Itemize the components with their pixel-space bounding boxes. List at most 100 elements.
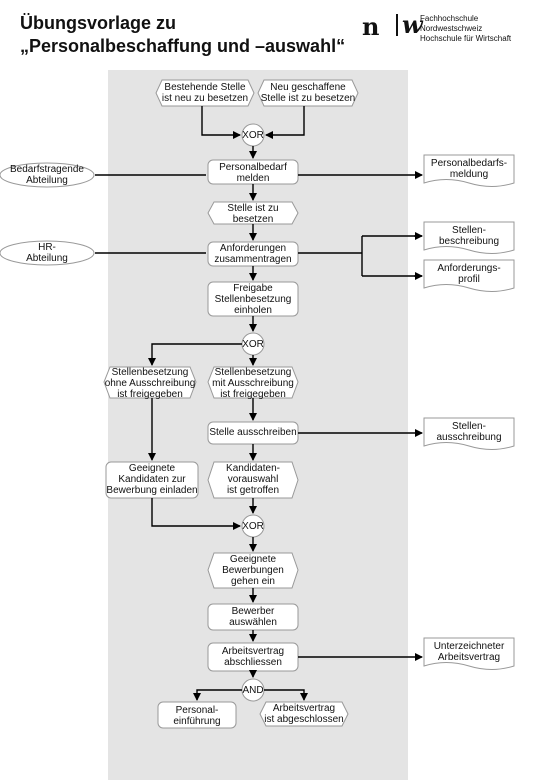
page-title: Übungsvorlage zu „Personalbeschaffung un… xyxy=(20,12,345,58)
label-line: abschliessen xyxy=(224,657,282,668)
role-label-line: Bedarfstragende xyxy=(10,164,84,175)
label-line: Stelle ist zu besetzen xyxy=(260,93,356,104)
label-line: Bestehende Stelle xyxy=(164,82,246,93)
label-line: Bewerbung einladen xyxy=(106,485,198,496)
label-bewerber-auswaehlen: Bewerber auswählen xyxy=(208,606,298,628)
label-line: Neu geschaffene xyxy=(270,82,346,93)
label-line: Stellenbesetzung xyxy=(111,367,189,378)
and-label: AND xyxy=(242,685,264,696)
label-line: mit Ausschreibung xyxy=(212,378,294,389)
role-label-line: Abteilung xyxy=(26,175,68,186)
label-line: Unterzeichneter xyxy=(433,641,505,652)
label-unterzeichneter-arbeitsvertrag: Unterzeichneter Arbeitsvertrag xyxy=(424,641,514,663)
document-stellenausschreibung xyxy=(423,417,515,450)
label-line: meldung xyxy=(449,169,489,180)
label-line: Kandidaten- xyxy=(226,463,280,474)
title-line-2: „Personalbeschaffung und –auswahl“ xyxy=(20,36,346,56)
event-bestehende-stelle xyxy=(155,79,255,107)
label-line: Bewerber xyxy=(231,606,275,617)
label-personalbedarf-melden: Personalbedarf melden xyxy=(208,162,298,184)
xor-label-2: XOR xyxy=(242,339,264,350)
event-stelle-zu-besetzen xyxy=(207,201,299,225)
event-ohne-ausschreibung xyxy=(103,366,197,399)
label-line: Geeignete xyxy=(128,463,176,474)
event-bewerbungen-gehen-ein xyxy=(207,552,299,589)
role-label-hr: HR- Abteilung xyxy=(0,242,94,264)
label-line: auswählen xyxy=(229,617,277,628)
document-stellenbeschreibung xyxy=(423,221,515,254)
label-line: Personalbedarfs- xyxy=(430,158,508,169)
label-stellenbeschreibung: Stellen- beschreibung xyxy=(424,225,514,247)
label-kandidaten-einladen: Geeignete Kandidaten zur Bewerbung einla… xyxy=(100,463,204,496)
label-line: vorauswahl xyxy=(227,474,279,485)
label-line: Freigabe xyxy=(233,283,273,294)
label-line: ist neu zu besetzen xyxy=(161,93,249,104)
event-vorauswahl-getroffen xyxy=(207,461,299,499)
label-stelle-ausschreiben: Stelle ausschreiben xyxy=(209,427,297,438)
label-line: ausschreibung xyxy=(436,432,502,443)
label-line: ist freigegeben xyxy=(117,389,183,400)
label-bestehende-stelle: Bestehende Stelle ist neu zu besetzen xyxy=(150,82,260,104)
label-line: Personalbedarf xyxy=(219,162,287,173)
label-line: Arbeitsvertrag xyxy=(221,646,285,657)
label-line: einführung xyxy=(173,716,221,727)
label-line: einholen xyxy=(234,305,272,316)
label-line: besetzen xyxy=(232,214,274,225)
label-line: Arbeitsvertrag xyxy=(272,703,336,714)
label-bewerbungen-gehen-ein: Geeignete Bewerbungen gehen ein xyxy=(208,554,298,587)
label-line: Bewerbungen xyxy=(222,565,284,576)
role-bedarfstragende-abteilung xyxy=(0,162,95,188)
document-unterzeichneter-arbeitsvertrag xyxy=(423,637,515,670)
logo-divider xyxy=(396,14,398,36)
institution-line-1: Fachhochschule Nordwestschweiz xyxy=(420,14,483,33)
role-label-line: HR- xyxy=(38,242,56,253)
label-anforderungsprofil: Anforderungs- profil xyxy=(424,263,514,285)
label-arbeitsvertrag-abgeschlossen: Arbeitsvertrag ist abgeschlossen xyxy=(254,703,354,725)
label-line: Stellen- xyxy=(452,421,486,432)
label-freigabe-einholen: Freigabe Stellenbesetzung einholen xyxy=(208,283,298,316)
label-stellenausschreibung: Stellen- ausschreibung xyxy=(424,421,514,443)
institution-name: Fachhochschule Nordwestschweiz Hochschul… xyxy=(420,14,540,44)
xor-label-1: XOR xyxy=(242,130,264,141)
label-line: ist abgeschlossen xyxy=(264,714,344,725)
label-line: Anforderungs- xyxy=(437,263,501,274)
function-personaleinfuehrung xyxy=(157,701,237,729)
fhnw-logo-w: w xyxy=(402,10,423,39)
label-line: gehen ein xyxy=(231,576,275,587)
role-hr-abteilung xyxy=(0,240,95,266)
label-line: Arbeitsvertrag xyxy=(437,652,501,663)
label-line: zusammentragen xyxy=(214,254,292,265)
label-line: melden xyxy=(236,173,270,184)
role-label-line: Abteilung xyxy=(26,253,68,264)
event-mit-ausschreibung xyxy=(207,366,299,399)
document-personalbedarfsmeldung xyxy=(423,154,515,187)
label-ohne-ausschreibung: Stellenbesetzung ohne Ausschreibung ist … xyxy=(98,367,202,400)
label-stelle-zu-besetzen: Stelle ist zu besetzen xyxy=(208,203,298,225)
label-line: ist getroffen xyxy=(226,485,280,496)
event-neu-geschaffene-stelle xyxy=(257,79,359,107)
fhnw-logo-n: n xyxy=(362,12,379,41)
label-mit-ausschreibung: Stellenbesetzung mit Ausschreibung ist f… xyxy=(202,367,304,400)
label-line: Stellen- xyxy=(452,225,486,236)
label-line: Stellenbesetzung xyxy=(214,294,292,305)
xor-label-3: XOR xyxy=(242,521,264,532)
label-arbeitsvertrag-abschliessen: Arbeitsvertrag abschliessen xyxy=(208,646,298,668)
label-personalbedarfsmeldung: Personalbedarfs- meldung xyxy=(424,158,514,180)
label-line: Stellenbesetzung xyxy=(214,367,292,378)
event-arbeitsvertrag-abgeschlossen xyxy=(259,701,349,727)
label-line: Anforderungen xyxy=(219,243,287,254)
title-line-1: Übungsvorlage zu xyxy=(20,13,177,33)
label-line: beschreibung xyxy=(438,236,500,247)
label-line: ist freigegeben xyxy=(220,389,286,400)
role-label-bedarfstragende: Bedarfstragende Abteilung xyxy=(0,164,94,186)
label-line: Geeignete xyxy=(229,554,277,565)
label-line: Kandidaten zur xyxy=(118,474,186,485)
label-line: ohne Ausschreibung xyxy=(104,378,196,389)
document-anforderungsprofil xyxy=(423,259,515,292)
label-personaleinfuehrung: Personal- einführung xyxy=(158,705,236,727)
institution-line-2: Hochschule für Wirtschaft xyxy=(420,34,512,43)
label-neu-geschaffene-stelle: Neu geschaffene Stelle ist zu besetzen xyxy=(252,82,364,104)
label-line: profil xyxy=(458,274,480,285)
label-line: Stelle ist zu xyxy=(227,203,279,214)
